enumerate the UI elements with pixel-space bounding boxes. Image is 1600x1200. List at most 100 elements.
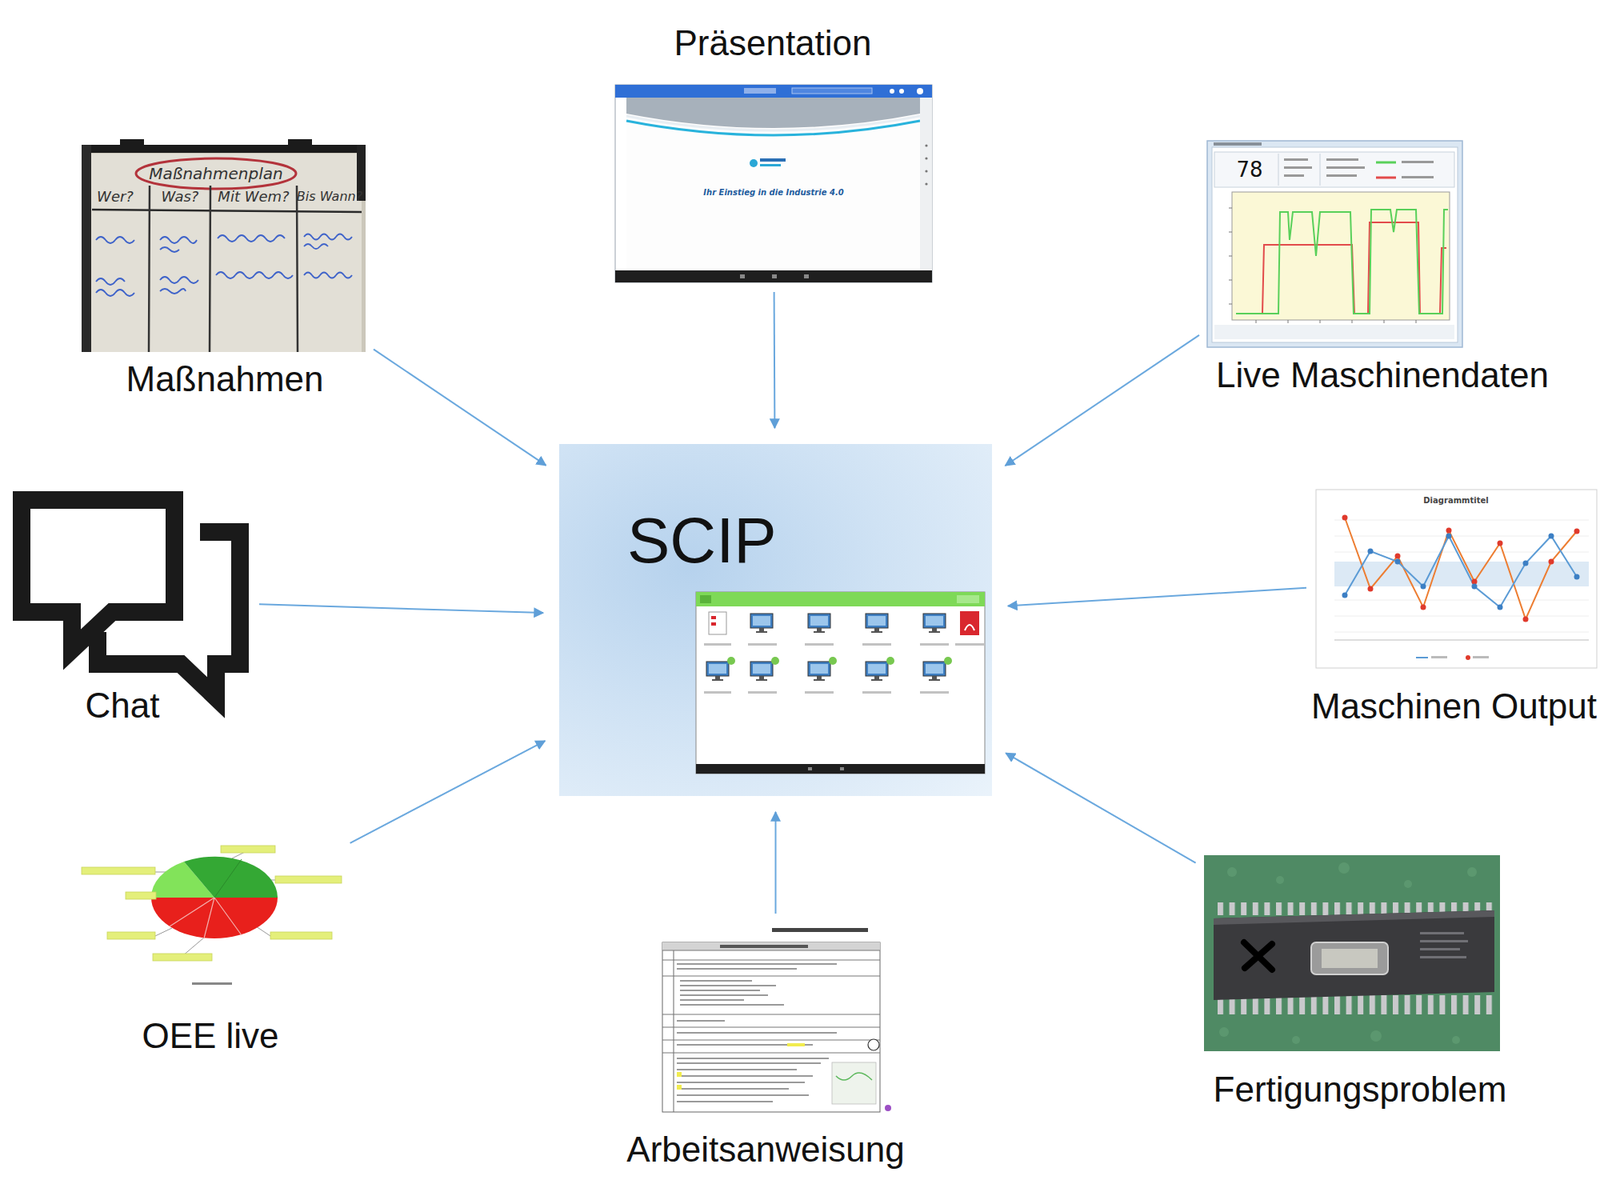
scip-app-screenshot: [704, 643, 732, 646]
presentation-screenshot: [889, 88, 895, 94]
scip-app-screenshot: [708, 612, 727, 635]
work-instruction-document: [662, 942, 880, 951]
presentation-screenshot: [615, 84, 932, 283]
scip-app-screenshot: [920, 643, 949, 646]
scip-app-screenshot: [923, 661, 946, 681]
machine-data-window: [1232, 192, 1450, 320]
presentation-screenshot: [740, 274, 745, 279]
manufacturing-problem-photo: [1452, 1036, 1460, 1044]
manufacturing-problem-photo: [1420, 948, 1460, 951]
work-instruction-document: [680, 1004, 784, 1006]
action-plan-photo: [136, 158, 296, 189]
machine-data-window: [1278, 153, 1320, 186]
scip-app-screenshot: [748, 691, 777, 694]
oee-pie-chart: [214, 859, 242, 898]
node-label: SCIP: [627, 502, 777, 580]
work-instruction-document: [868, 1039, 880, 1051]
arrow-connector: [775, 812, 777, 914]
machine-data-window: [1256, 320, 1416, 324]
action-plan-photo: [81, 144, 366, 352]
machine-data-window: [1284, 174, 1304, 177]
machine-output-chart: [1342, 515, 1348, 521]
scip-app-screenshot: [862, 643, 892, 646]
work-instruction-document: [676, 1072, 682, 1077]
oee-pie-chart: [152, 953, 212, 961]
work-instruction-document: [676, 1020, 725, 1022]
presentation-screenshot: [615, 84, 932, 98]
scip-app-screenshot: [808, 613, 831, 633]
machine-data-window: [1207, 140, 1463, 348]
machine-output-chart: [1574, 528, 1580, 535]
machine-output-chart: [1334, 640, 1589, 641]
machine-output-chart: [1416, 656, 1428, 659]
work-instruction-document: [676, 1057, 829, 1060]
machine-output-chart: [1431, 656, 1448, 659]
scip-app-screenshot: [700, 595, 712, 604]
manufacturing-problem-photo: [1420, 932, 1468, 959]
work-instruction-document: [676, 1094, 809, 1096]
machine-data-window: [1401, 160, 1434, 164]
arrow-connector: [1008, 588, 1307, 607]
arrow-connector: [773, 292, 776, 428]
manufacturing-problem-photo: [1338, 862, 1350, 874]
work-instruction-document: [680, 994, 768, 996]
action-plan-photo: [88, 153, 362, 352]
scip-app-screenshot: [840, 767, 844, 771]
machine-output-chart: [1342, 533, 1580, 611]
oee-pie-chart: [192, 982, 232, 985]
scip-app-screenshot: [696, 592, 985, 774]
machine-data-window: [1228, 208, 1232, 304]
machine-output-chart: [1523, 616, 1529, 623]
scip-app-screenshot: [750, 613, 773, 633]
presentation-screenshot: [760, 164, 781, 167]
machine-data-window: [1376, 176, 1396, 180]
machine-output-chart: [1472, 579, 1478, 585]
oee-pie-chart: [81, 867, 156, 875]
work-instruction-document: [884, 1104, 892, 1112]
action-plan-photo: [356, 144, 366, 201]
oee-pie-chart: [125, 892, 156, 900]
scip-app-screenshot: [808, 661, 831, 681]
manufacturing-problem-photo: [1213, 910, 1495, 1000]
presentation-screenshot: [744, 88, 776, 94]
action-plan-photo: [92, 209, 362, 212]
scip-app-screenshot: [955, 643, 984, 646]
work-instruction-document: [680, 999, 744, 1001]
node-label: Fertigungsproblem: [1040, 1068, 1600, 1112]
machine-data-window: [1214, 324, 1455, 340]
manufacturing-problem-photo: [1420, 932, 1464, 935]
scip-app-screenshot: [704, 691, 732, 694]
scip-app-screenshot: [865, 661, 888, 681]
work-instruction-document: [658, 923, 893, 1112]
chat-icon: [21, 500, 240, 698]
presentation-screenshot: [772, 274, 777, 279]
node-label: Maßnahmen: [0, 358, 545, 401]
work-instruction-document: [720, 944, 808, 948]
arrow-connector: [373, 349, 546, 466]
manufacturing-problem-photo: [1244, 942, 1272, 970]
machine-output-chart: [1344, 536, 1577, 608]
manufacturing-problem-photo: [1420, 956, 1467, 959]
work-instruction-document: [658, 923, 893, 1112]
scip-app-screenshot: [964, 624, 975, 631]
action-plan-photo: [96, 272, 352, 296]
manufacturing-problem-photo: [1204, 855, 1500, 1052]
machine-output-chart: [1342, 592, 1348, 599]
machine-output-chart: [1395, 553, 1401, 560]
scip-app-screenshot: [711, 616, 716, 620]
scip-app-screenshot: [886, 656, 895, 665]
machine-output-chart: [1368, 586, 1374, 592]
work-instruction-document: [676, 1068, 797, 1071]
machine-output-chart: [1548, 533, 1555, 540]
scip-app-screenshot: [696, 592, 985, 774]
machine-output-chart: [1420, 584, 1427, 590]
machine-data-window: [1326, 166, 1365, 169]
work-instruction-document: [832, 1062, 876, 1104]
node-label: Live Maschinendaten: [1062, 354, 1600, 397]
machine-data-window: [1326, 174, 1357, 177]
work-instruction-document: [676, 1075, 813, 1077]
machine-output-chart: [1446, 533, 1452, 540]
scip-app-screenshot: [727, 656, 736, 665]
machine-data-window: [1207, 140, 1463, 348]
